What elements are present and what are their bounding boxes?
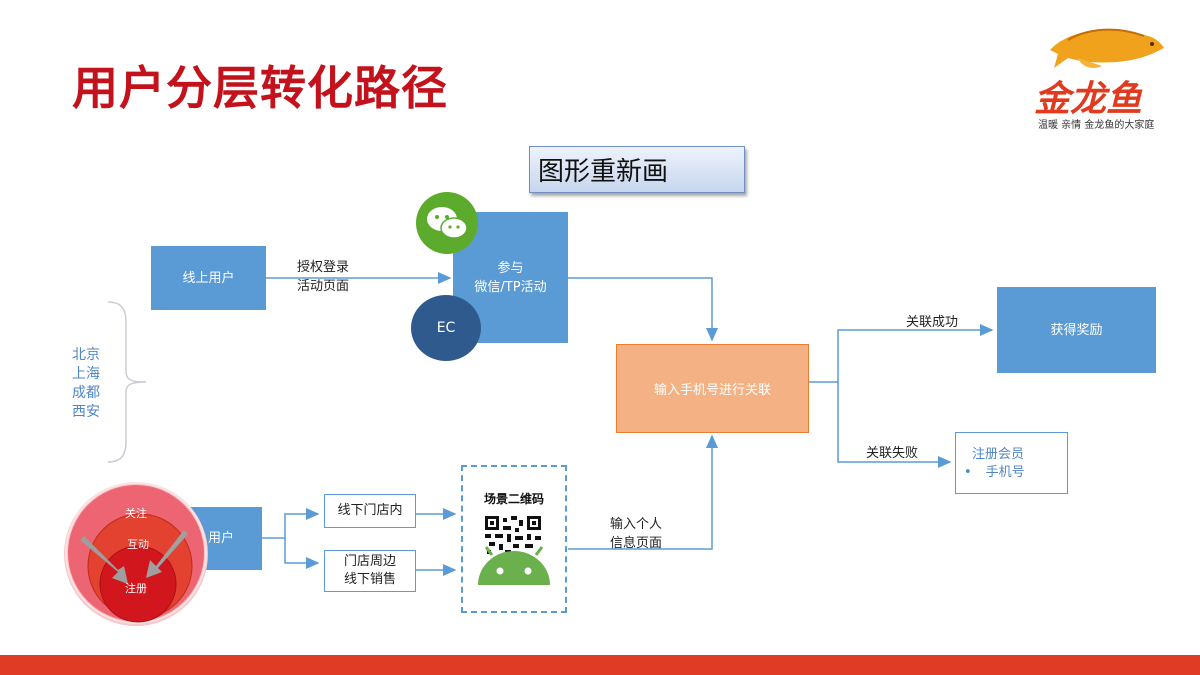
- scene-qr-card: [461, 465, 567, 613]
- brand-slogan: 温暖 亲情 金龙鱼的大家庭: [1038, 120, 1155, 131]
- offline-user-label: 用户: [207, 531, 234, 546]
- wechat-icon: [416, 192, 478, 254]
- input-info-label: 输入个人 信息页面: [610, 517, 663, 551]
- participate-line1: 参与: [497, 260, 524, 276]
- register-bullet: •手机号: [964, 465, 1025, 480]
- link-success-label: 关联成功: [906, 315, 959, 330]
- funnel-outer-label: 关注: [125, 507, 147, 520]
- page-title: 用户分层转化路径: [72, 61, 448, 115]
- bullet-icon: •: [964, 465, 972, 480]
- ec-node: EC: [411, 295, 481, 361]
- city-item: 成都: [72, 385, 100, 401]
- funnel-inner-label: 注册: [125, 582, 147, 595]
- participate-line2: 微信/TP活动: [474, 279, 547, 295]
- city-item: 北京: [72, 347, 100, 363]
- city-brace: [107, 301, 147, 463]
- city-item: 西安: [72, 404, 100, 420]
- auth-login-label: 授权登录 活动页面: [297, 260, 350, 294]
- store-nearby-node: 门店周边 线下销售: [324, 550, 416, 592]
- offline-store-node: 线下门店内: [324, 494, 416, 528]
- scene-qr-title: 场景二维码: [483, 492, 544, 506]
- online-user-label: 线上用户: [182, 270, 235, 286]
- register-member-label: 注册会员: [972, 447, 1025, 462]
- register-member-node: 注册会员 •手机号: [955, 432, 1068, 494]
- link-fail-label: 关联失败: [866, 446, 919, 461]
- get-reward-node: 获得奖励: [997, 287, 1156, 373]
- footer-bar: [0, 655, 1200, 675]
- redraw-note: 图形重新画: [529, 146, 745, 193]
- input-phone-node: 输入手机号进行关联: [616, 344, 809, 433]
- city-item: 上海: [72, 366, 100, 382]
- get-reward-label: 获得奖励: [1050, 322, 1103, 338]
- input-phone-label: 输入手机号进行关联: [653, 383, 771, 398]
- offline-user-node: 用户: [147, 507, 262, 570]
- funnel-middle-label: 互动: [127, 538, 149, 551]
- online-user-node: 线上用户: [151, 246, 266, 310]
- brand-logo-text: 金龙鱼: [1034, 79, 1143, 120]
- city-list: 北京 上海 成都 西安: [70, 346, 102, 422]
